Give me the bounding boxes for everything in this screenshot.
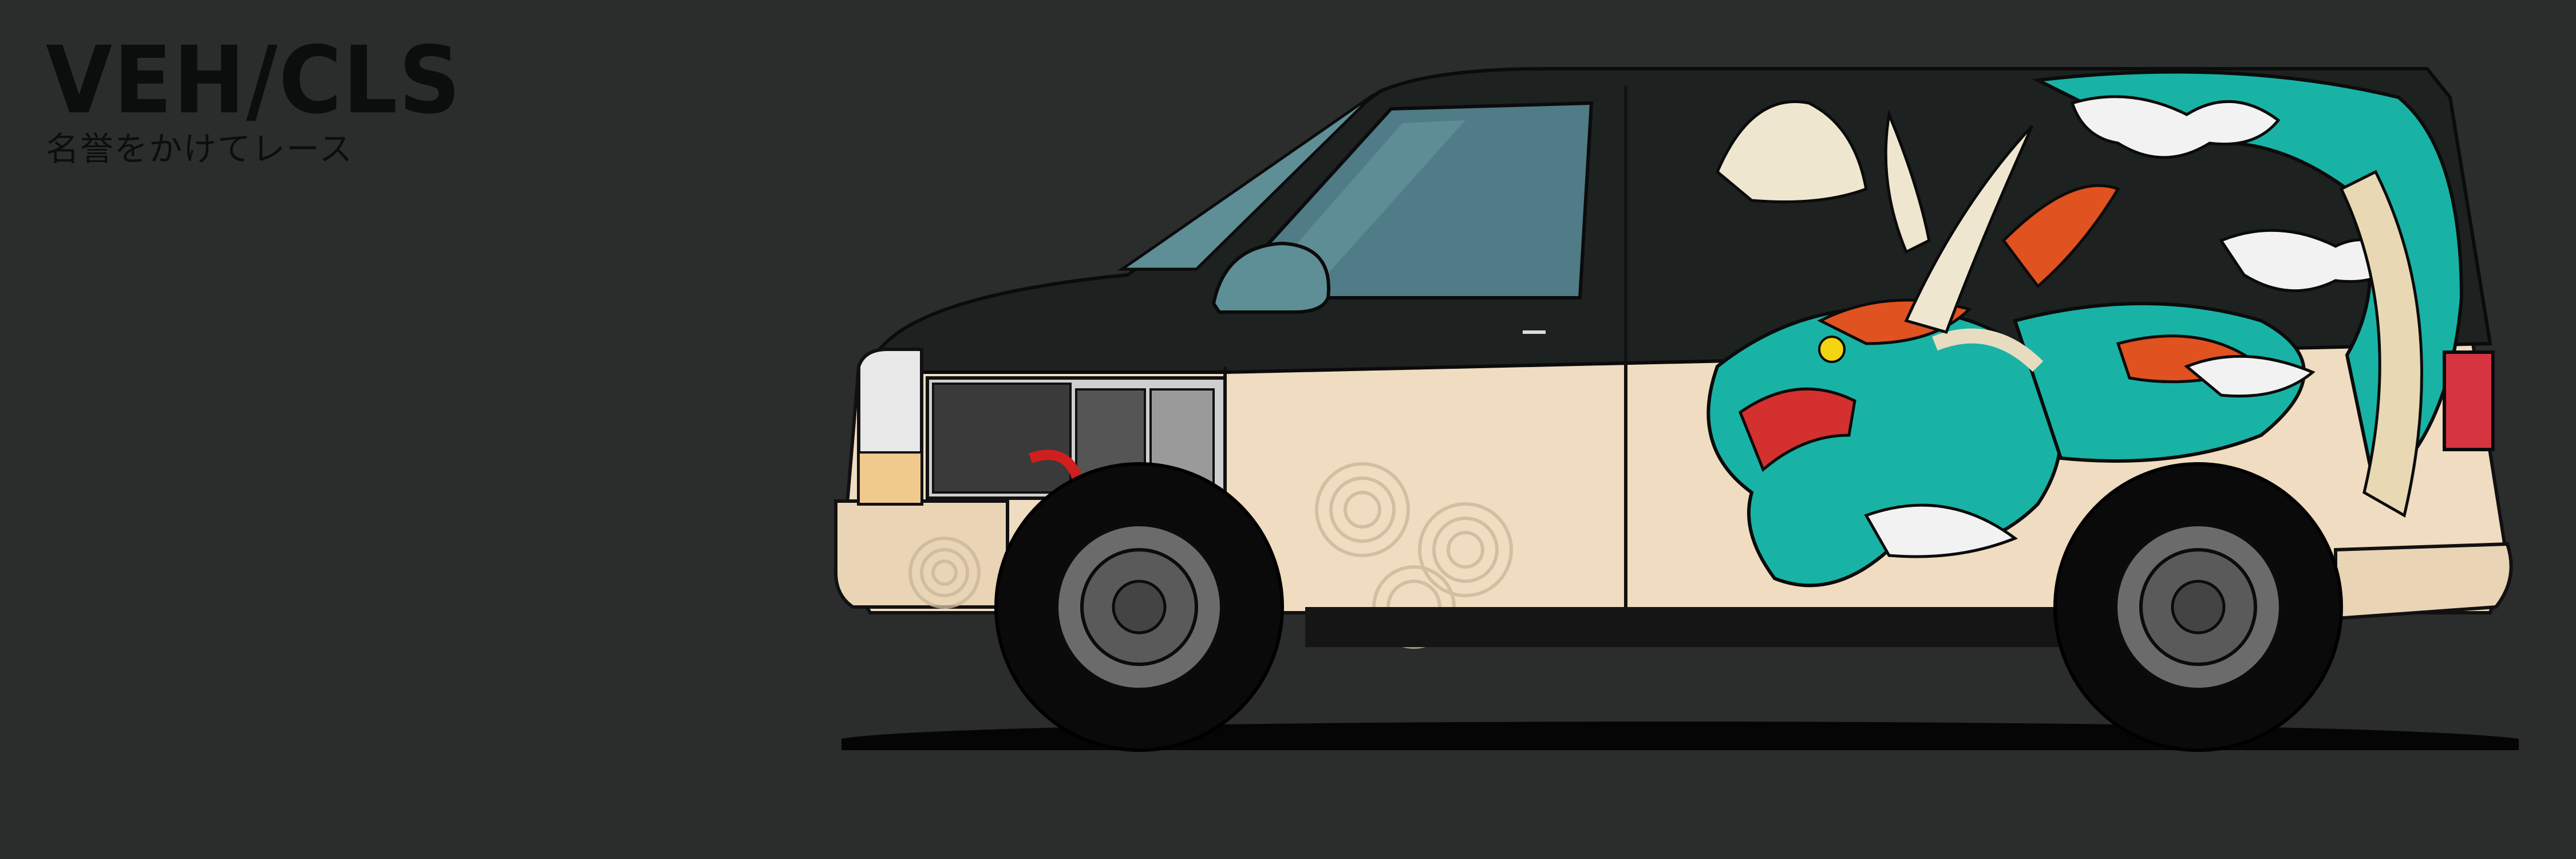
- tail-light: [2443, 350, 2495, 451]
- side-mirror: [1211, 241, 1330, 314]
- windshield: [1117, 93, 1375, 271]
- dragon-livery: [1706, 70, 2464, 588]
- ground-shadow: [841, 722, 2519, 750]
- brand-title: VEH/CLS: [46, 27, 462, 135]
- front-bumper: [834, 499, 1009, 609]
- front-wheel: [994, 462, 1284, 752]
- brand-subtitle: 名誉をかけてレース: [46, 129, 354, 168]
- rear-wheel: [2053, 462, 2343, 752]
- rear-bumper: [2334, 542, 2513, 621]
- brand-logo: VEH/CLS 名誉をかけてレース: [46, 34, 462, 167]
